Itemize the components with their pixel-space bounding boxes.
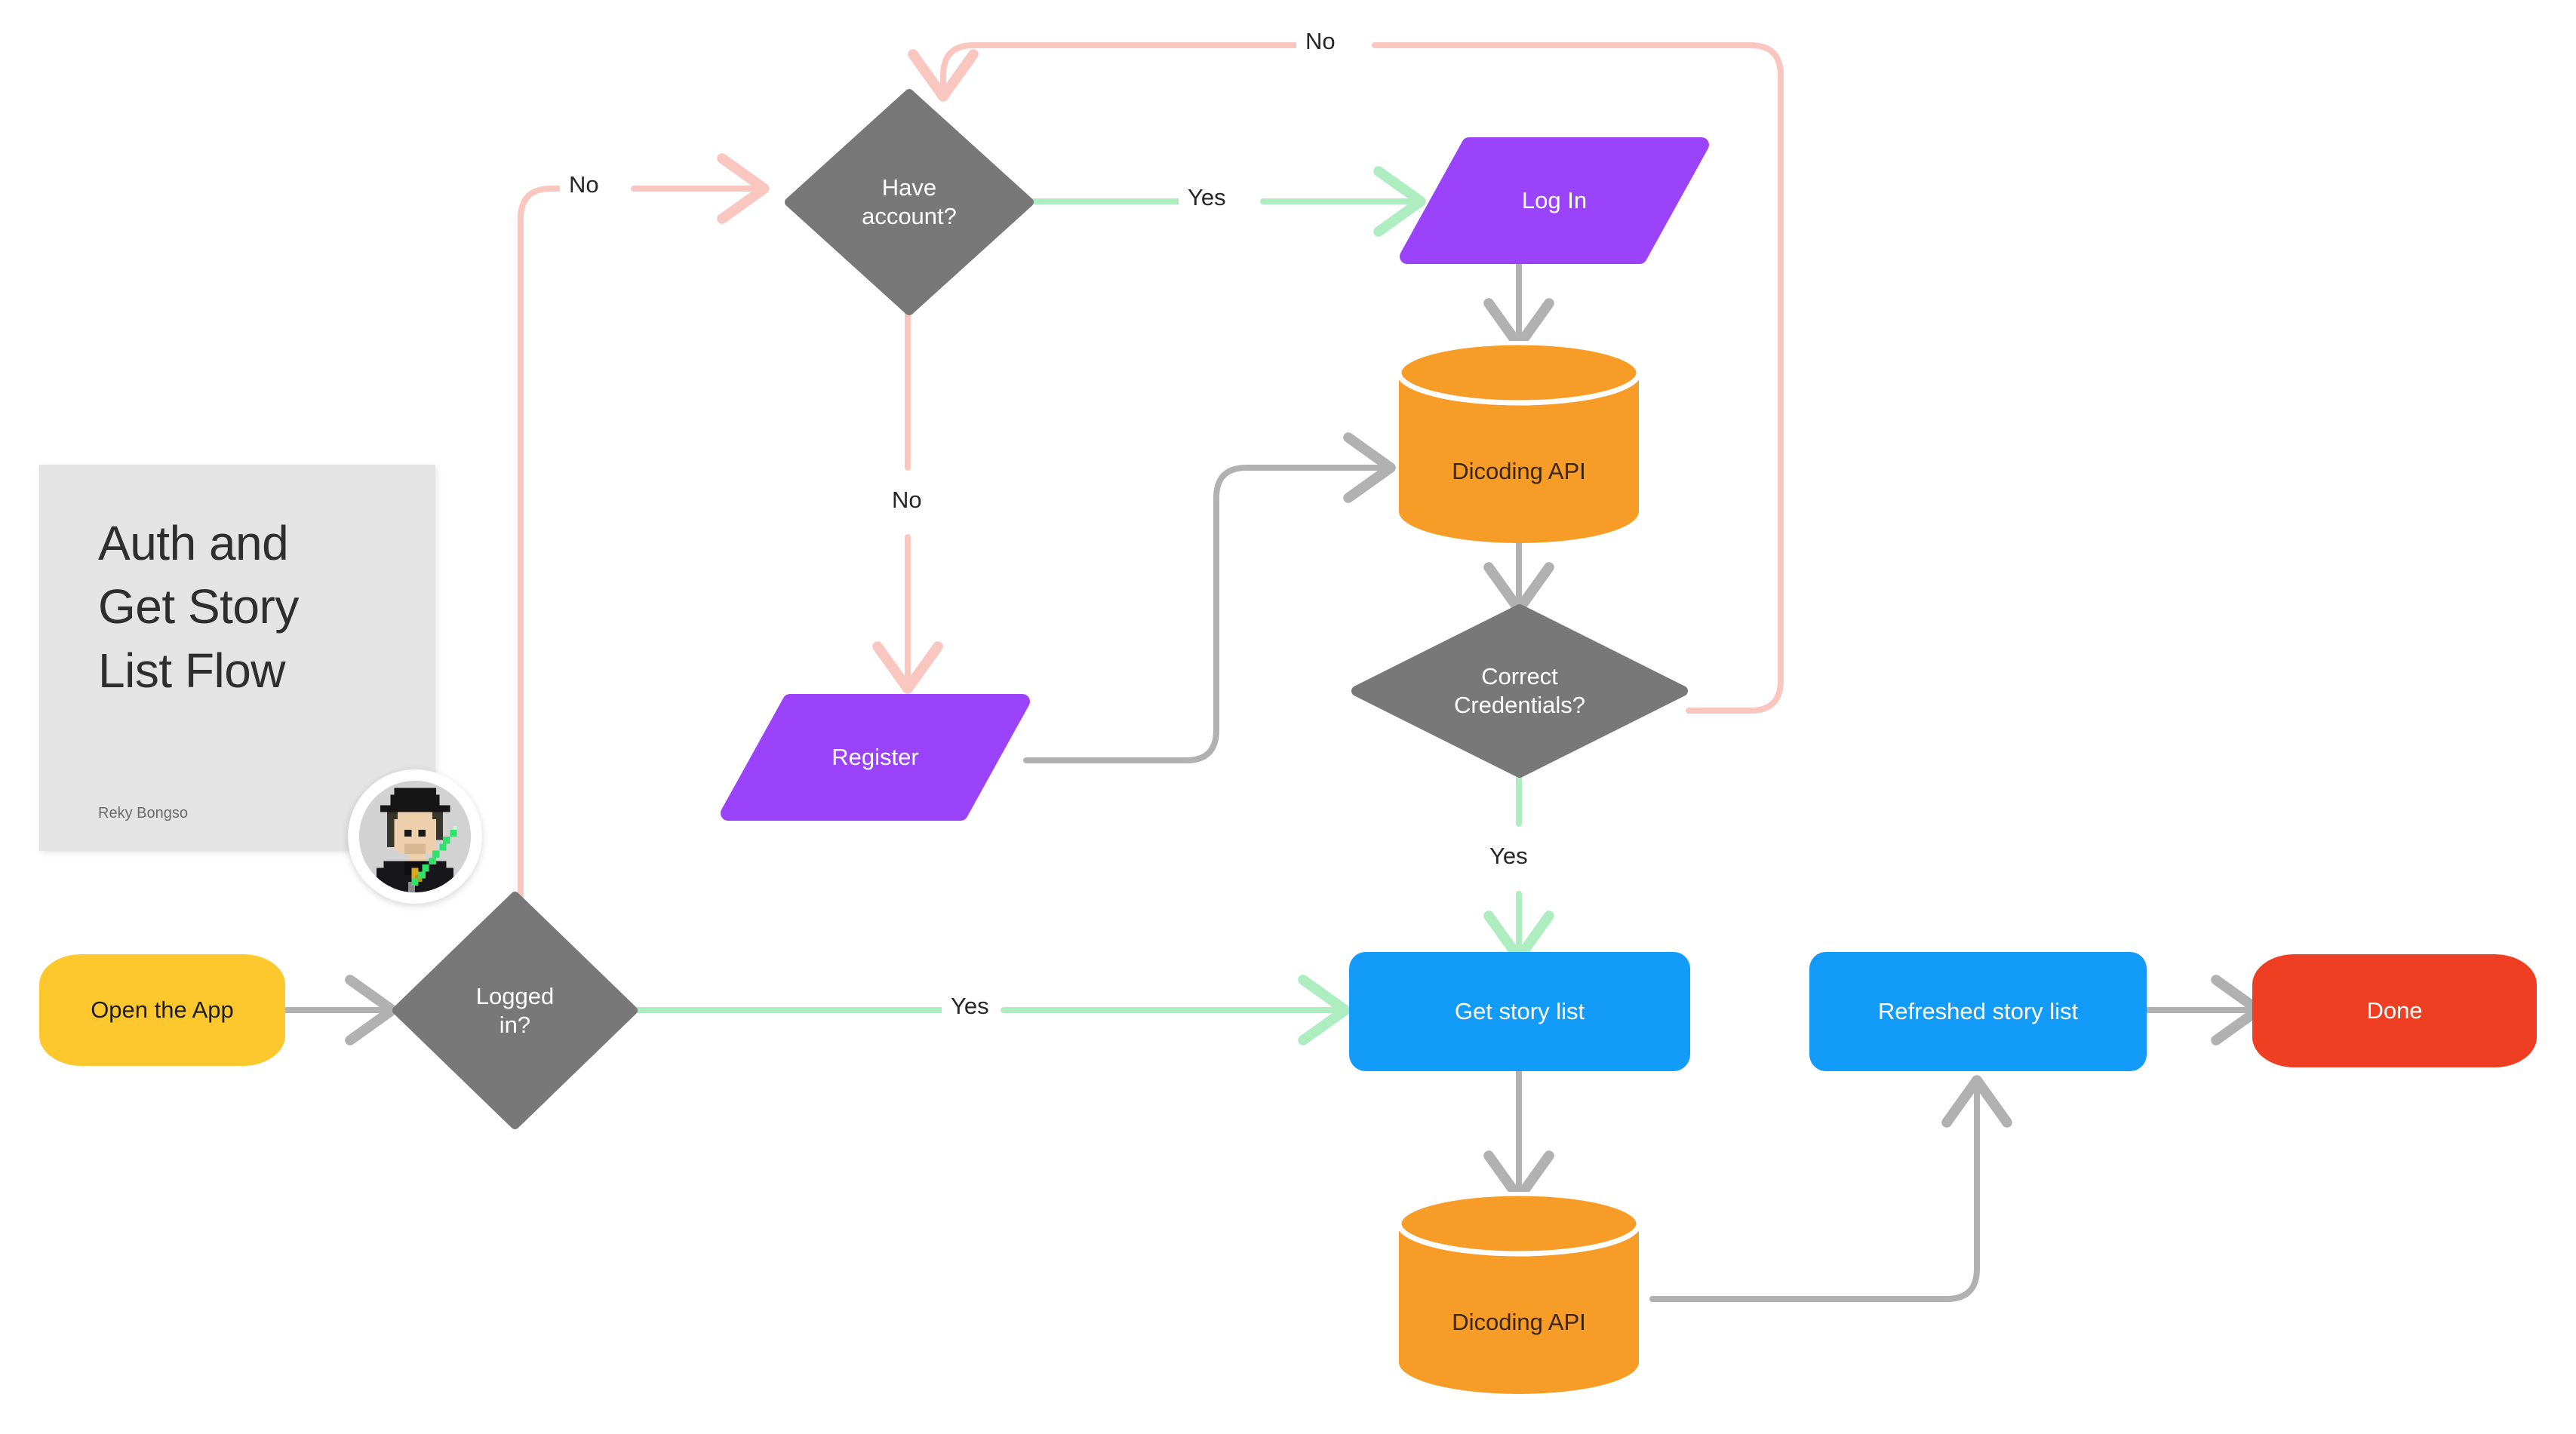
- avatar-svg: [359, 781, 471, 892]
- node-label: Open the App: [91, 996, 234, 1024]
- avatar: [348, 769, 482, 904]
- edge-register-to-dicoding-api-top: [1023, 432, 1396, 763]
- node-label: Done: [2366, 997, 2423, 1024]
- author-label: Reky Bongso: [98, 805, 188, 821]
- edge-correct-creds-no-to-have-account-b: [908, 42, 1299, 102]
- node-log-in[interactable]: Log In: [1400, 137, 1709, 264]
- pixel-art-avatar-icon: [359, 781, 471, 892]
- node-label: Have account?: [862, 174, 957, 229]
- node-logged-in[interactable]: Logged in?: [392, 892, 638, 1129]
- parallelogram-shape: [721, 694, 1030, 821]
- node-done[interactable]: Done: [2252, 954, 2537, 1067]
- diamond-shape: [1351, 604, 1688, 778]
- edge-label-logged-in-no: No: [560, 170, 608, 200]
- node-have-account[interactable]: Have account?: [785, 89, 1034, 315]
- node-dicoding-api-bottom[interactable]: Dicoding API: [1396, 1190, 1642, 1394]
- cylinder-shape: [1396, 1190, 1642, 1394]
- diamond-shape: [392, 892, 638, 1129]
- node-label: Dicoding API: [1452, 458, 1586, 485]
- node-label: Logged in?: [475, 982, 555, 1038]
- node-dicoding-api-top[interactable]: Dicoding API: [1396, 339, 1642, 543]
- node-label: Dicoding API: [1452, 1309, 1586, 1336]
- node-get-story-list[interactable]: Get story list: [1349, 952, 1690, 1071]
- edge-label-correct-creds-yes: Yes: [1480, 841, 1537, 871]
- edge-label-have-account-yes: Yes: [1179, 183, 1235, 213]
- node-label: Refreshed story list: [1877, 998, 2079, 1025]
- edge-label-logged-in-yes: Yes: [942, 991, 998, 1021]
- node-label: Correct Credentials?: [1453, 663, 1586, 718]
- node-register[interactable]: Register: [721, 694, 1030, 821]
- node-label: Get story list: [1454, 998, 1585, 1025]
- edge-label-correct-creds-no: No: [1296, 26, 1345, 57]
- node-correct-credentials[interactable]: Correct Credentials?: [1351, 603, 1689, 778]
- cylinder-shape: [1396, 339, 1642, 543]
- node-label: Register: [832, 744, 919, 771]
- node-open-the-app[interactable]: Open the App: [39, 954, 285, 1066]
- diamond-shape: [785, 89, 1034, 315]
- node-label: Log In: [1521, 187, 1588, 214]
- node-refreshed-story-list[interactable]: Refreshed story list: [1809, 952, 2147, 1071]
- edge-dicoding-api-bot-to-refreshed-list: [1649, 1075, 2012, 1302]
- edge-label-have-account-no: No: [883, 485, 931, 515]
- page-title: Auth and Get Story List Flow: [98, 516, 299, 698]
- edge-logged-in-no-to-have-account: [518, 186, 563, 976]
- parallelogram-shape: [1400, 137, 1709, 264]
